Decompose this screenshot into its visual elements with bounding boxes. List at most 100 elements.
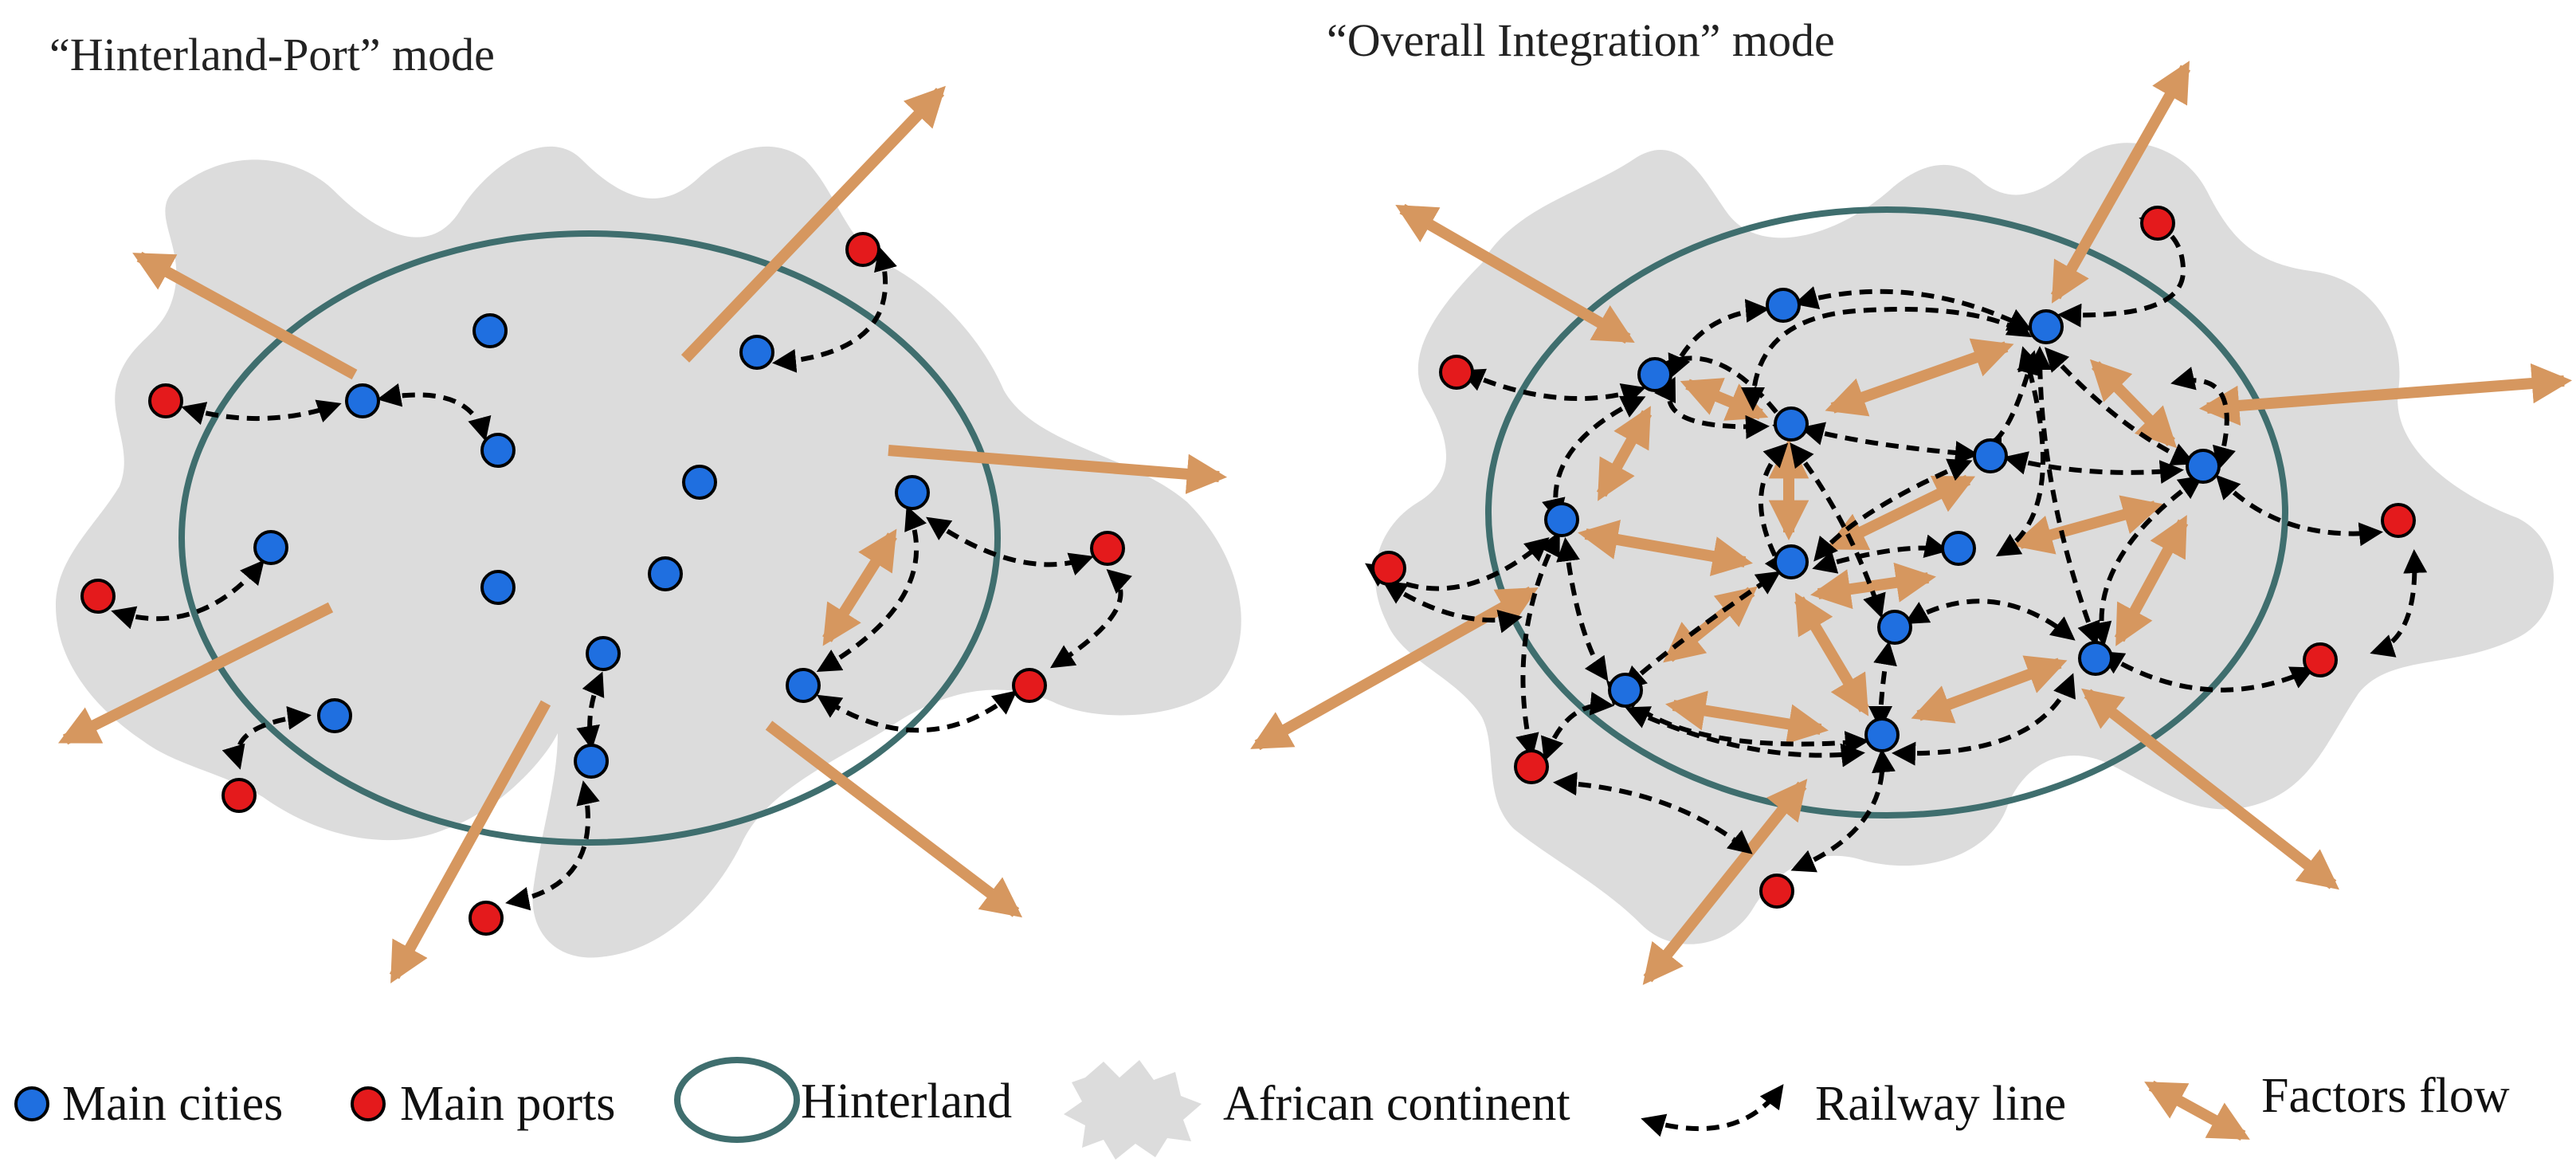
main-port-node — [469, 901, 504, 936]
main-port-node — [222, 778, 257, 813]
railway-line — [1759, 442, 1789, 579]
main-port-node — [80, 579, 116, 614]
railway-line — [1460, 368, 1646, 406]
main-city-node — [472, 313, 508, 348]
main-city-node — [345, 383, 380, 418]
legend-african-continent-swatch — [1064, 1060, 1202, 1160]
main-city-node — [574, 744, 609, 779]
legend-main-cities-label: Main cities — [62, 1077, 283, 1131]
railway-line — [1813, 458, 1973, 562]
main-city-node — [1774, 544, 1809, 579]
railway-line — [1540, 691, 1614, 762]
railway-line — [816, 505, 927, 673]
nodes-right — [1371, 206, 2416, 909]
left-panel-title: “Hinterland-Port” mode — [49, 29, 495, 80]
railway-line — [816, 690, 1017, 733]
railway-line — [2170, 367, 2236, 471]
railway-line — [1542, 395, 1646, 523]
railway-line — [1556, 537, 1609, 681]
legend-factors-flow-swatch — [2144, 1080, 2250, 1141]
main-city-node — [786, 668, 821, 703]
factors-flow-arrow-bidirectional — [1395, 203, 1635, 344]
factors-flow-arrow — [765, 720, 1023, 918]
railway-line — [1515, 531, 1560, 758]
main-port-node — [1514, 749, 1549, 784]
factors-flow-arrow — [888, 445, 1228, 494]
main-city-node — [586, 636, 621, 671]
legend-african-continent-label: African continent — [1223, 1077, 1570, 1131]
main-city-node — [1774, 406, 1809, 442]
railway-line — [1790, 442, 1886, 618]
railway-line — [2057, 213, 2186, 328]
legend-hinterland-swatch — [674, 1057, 800, 1143]
railway-line — [1668, 299, 1770, 379]
factors-flow-arrow — [389, 700, 551, 984]
railway-line — [222, 705, 312, 770]
right-panel-title: “Overall Integration” mode — [1327, 14, 1835, 66]
railway-lines-left — [111, 246, 1132, 911]
main-port-node — [1371, 551, 1406, 586]
main-city-node — [2078, 641, 2113, 676]
railway-line — [377, 383, 492, 442]
main-city-node — [1941, 531, 1976, 566]
main-city-node — [2029, 309, 2064, 344]
factors-flow-arrow — [132, 251, 358, 380]
main-city-node — [317, 698, 352, 733]
factors-flow-arrow-bidirectional — [1578, 520, 1753, 576]
railway-line — [2088, 475, 2203, 646]
railway-line — [576, 671, 605, 750]
legend-main-port-swatch — [351, 1086, 386, 1121]
main-port-node — [1439, 355, 1474, 390]
railway-line — [2099, 650, 2315, 693]
railway-line — [1049, 568, 1132, 669]
main-city-node — [1608, 673, 1643, 708]
left-panel: “Hinterland-Port” mode — [49, 29, 1241, 984]
african-continent-shape-left — [56, 146, 1241, 958]
main-city-node — [253, 530, 288, 565]
railway-line — [181, 399, 342, 426]
main-city-node — [480, 433, 516, 468]
factors-flow-arrow-bidirectional — [1642, 779, 1808, 985]
main-port-node — [2140, 206, 2175, 241]
railway-line — [1553, 772, 1753, 854]
railway-line — [1382, 580, 1523, 634]
main-city-node — [1973, 438, 2008, 473]
legend: Main cities Main ports Hinterland Africa… — [14, 1057, 2510, 1160]
main-city-node — [648, 556, 683, 591]
main-port-node — [1012, 668, 1047, 703]
factors-flow-arrow-bidirectional — [2198, 363, 2573, 426]
main-port-node — [845, 232, 880, 267]
railway-line — [1800, 422, 1979, 465]
railway-line — [2028, 346, 2100, 646]
main-city-node — [682, 465, 717, 500]
main-city-node — [2186, 449, 2221, 484]
legend-main-ports-label: Main ports — [400, 1077, 615, 1131]
railway-line — [1794, 286, 2033, 331]
legend-railway-line-label: Railway line — [1815, 1077, 2066, 1131]
factors-flow-arrow — [680, 85, 946, 363]
railway-line — [772, 246, 897, 373]
railway-line — [505, 780, 600, 911]
right-panel: “Overall Integration” mode — [1250, 14, 2573, 985]
factors-flow-arrow-bidirectional — [2081, 688, 2339, 890]
legend-main-city-swatch — [14, 1086, 49, 1121]
factors-flow-arrow — [57, 602, 334, 745]
main-port-node — [1759, 874, 1794, 909]
legend-hinterland-label: Hinterland — [801, 1074, 1012, 1129]
main-city-node — [739, 335, 774, 370]
railway-line — [926, 516, 1094, 575]
main-city-node — [1864, 717, 1900, 752]
main-city-node — [1637, 357, 1672, 392]
railway-line — [2370, 549, 2428, 658]
legend-railway-line-swatch — [1641, 1084, 1784, 1137]
main-city-node — [1766, 288, 1801, 323]
main-port-node — [2303, 642, 2338, 677]
railway-line — [1995, 346, 2045, 557]
main-port-node — [1090, 531, 1125, 566]
main-port-node — [148, 383, 183, 418]
main-city-node — [1544, 502, 1579, 537]
railway-line — [1621, 571, 1781, 690]
railway-line — [2215, 474, 2383, 547]
main-city-node — [1877, 610, 1912, 645]
